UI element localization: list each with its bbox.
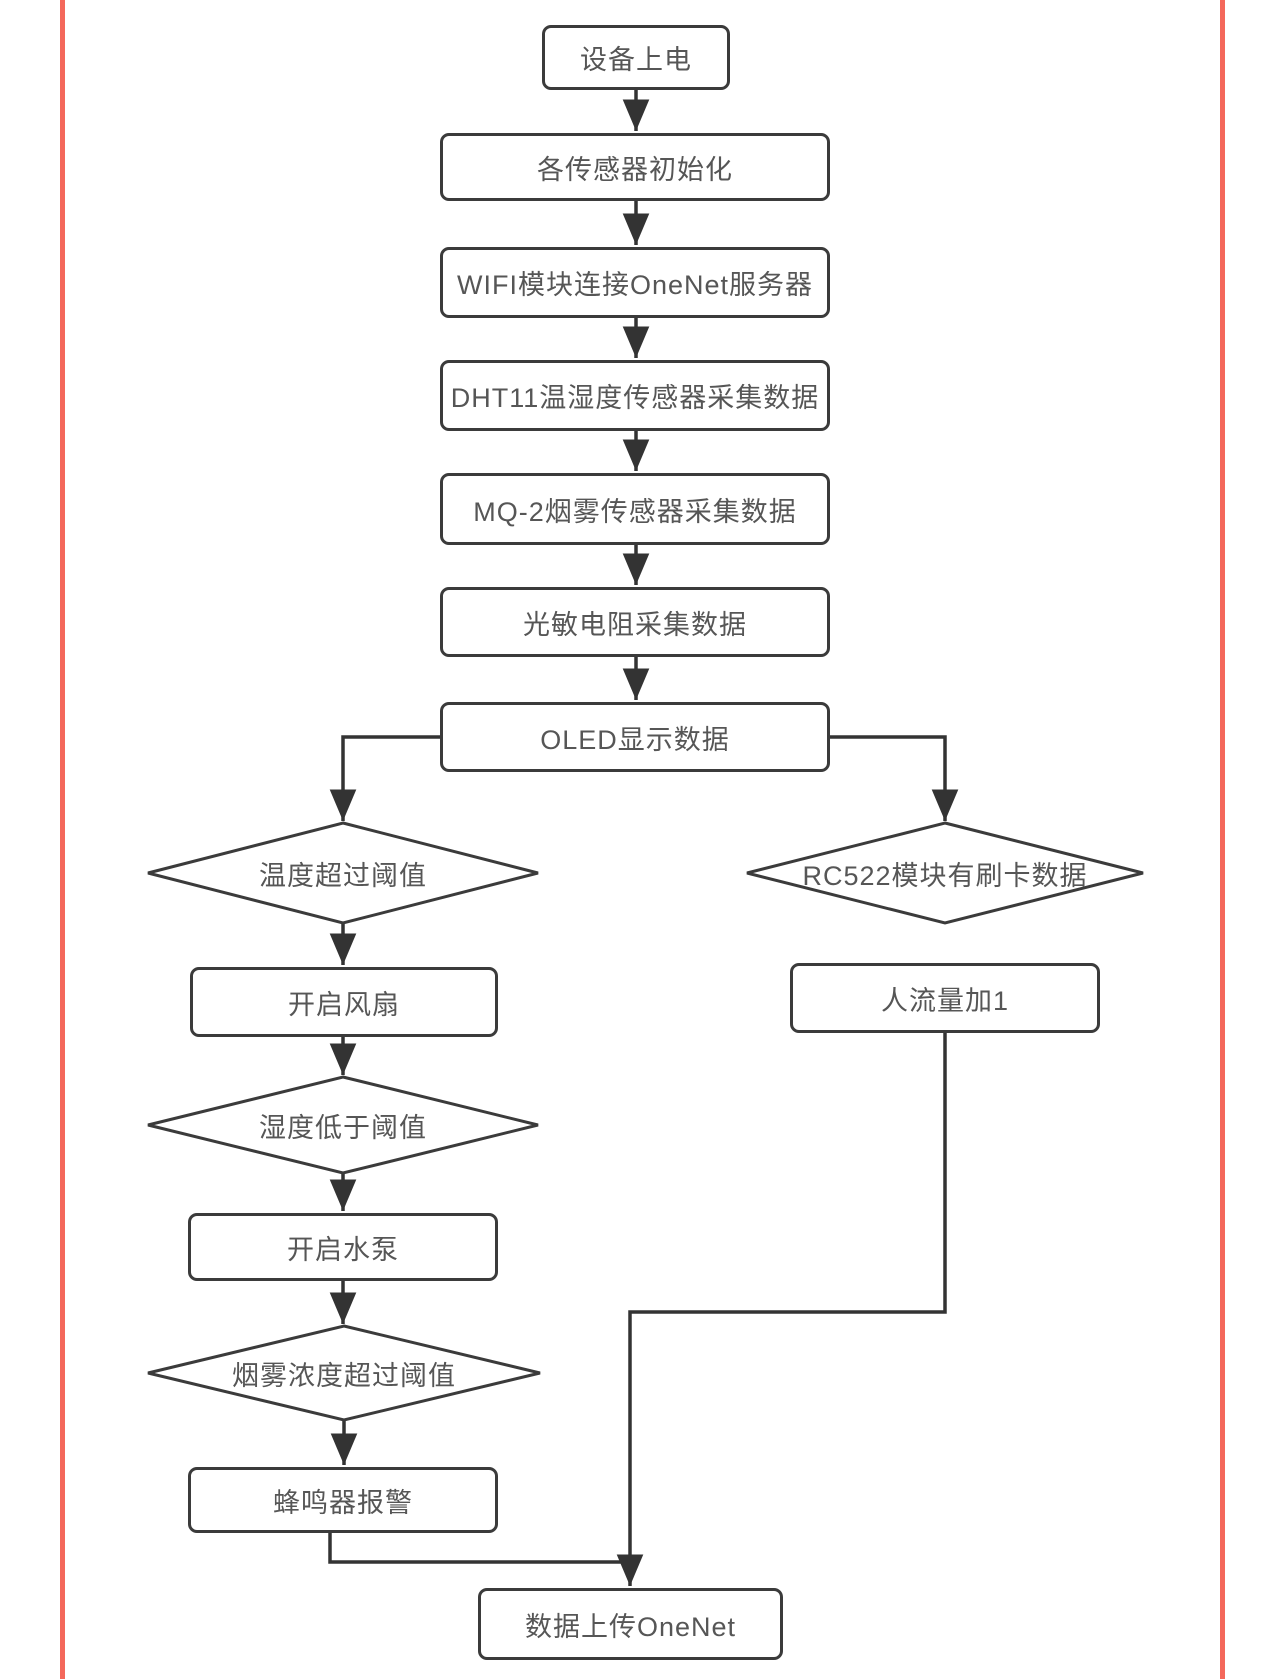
decision-diamond-smoke-over-threshold bbox=[147, 1324, 541, 1422]
node-dht11-collect: DHT11温湿度传感器采集数据 bbox=[440, 360, 830, 431]
node-photoresistor-collect: 光敏电阻采集数据 bbox=[440, 587, 830, 657]
decision-diamond-temp-over-threshold bbox=[147, 821, 539, 925]
node-label: 各传感器初始化 bbox=[537, 154, 733, 185]
node-fan-on: 开启风扇 bbox=[190, 967, 498, 1037]
connector-people-to-upload bbox=[616, 1033, 947, 1586]
node-mq2-collect: MQ-2烟雾传感器采集数据 bbox=[440, 473, 830, 545]
node-oled-display: OLED显示数据 bbox=[440, 702, 830, 772]
connector-oled-to-temp-decision bbox=[329, 735, 442, 821]
node-label: WIFI模块连接OneNet服务器 bbox=[456, 270, 814, 300]
node-label: DHT11温湿度传感器采集数据 bbox=[450, 383, 820, 413]
node-buzzer-alarm: 蜂鸣器报警 bbox=[188, 1467, 498, 1533]
node-label: 数据上传OneNet bbox=[524, 1611, 737, 1642]
node-pump-on: 开启水泵 bbox=[188, 1213, 498, 1281]
node-upload-onenet: 数据上传OneNet bbox=[478, 1588, 783, 1660]
connector-oled-to-rc522-decision bbox=[828, 735, 959, 821]
node-label: 蜂鸣器报警 bbox=[273, 1487, 413, 1518]
node-label: 开启水泵 bbox=[287, 1234, 399, 1265]
node-wifi-connect-onenet: WIFI模块连接OneNet服务器 bbox=[440, 247, 830, 318]
left-margin-rule bbox=[60, 0, 65, 1679]
decision-diamond-humidity-below-threshold bbox=[147, 1075, 539, 1175]
node-label: OLED显示数据 bbox=[540, 724, 730, 755]
decision-diamond-rc522-card-data bbox=[746, 821, 1144, 925]
node-label: 开启风扇 bbox=[288, 989, 400, 1020]
node-power-on: 设备上电 bbox=[542, 25, 730, 90]
node-label: 人流量加1 bbox=[880, 985, 1010, 1016]
node-label: 光敏电阻采集数据 bbox=[523, 609, 747, 640]
node-label: 设备上电 bbox=[580, 45, 692, 75]
right-margin-rule bbox=[1220, 0, 1225, 1679]
node-people-count-plus-one: 人流量加1 bbox=[790, 963, 1100, 1033]
connector-buzzer-to-upload bbox=[328, 1533, 630, 1564]
node-sensor-init: 各传感器初始化 bbox=[440, 133, 830, 201]
node-label: MQ-2烟雾传感器采集数据 bbox=[473, 496, 797, 527]
